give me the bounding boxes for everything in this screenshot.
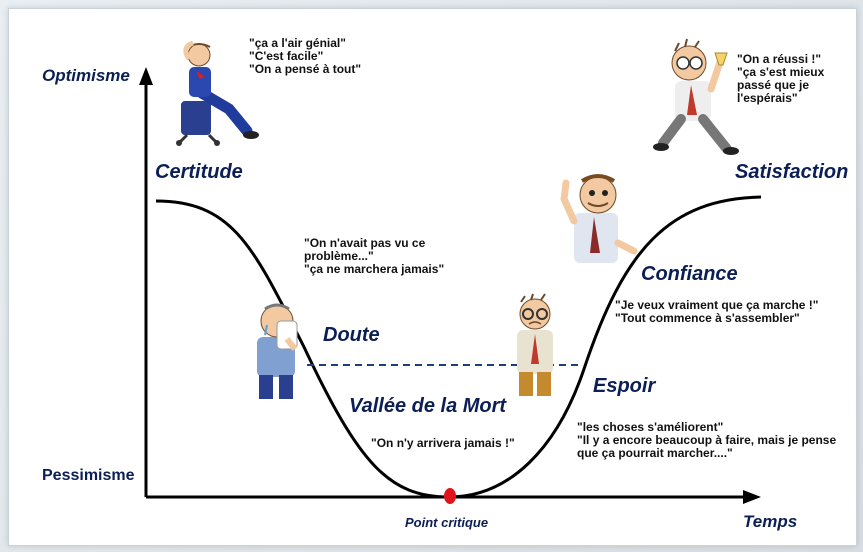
quote-line: "ça a l'air génial"	[249, 36, 346, 50]
quote-line: que ça pourrait marcher...."	[577, 446, 733, 460]
critical-point-label: Point critique	[405, 515, 489, 530]
critical-point-marker	[444, 488, 456, 504]
x-axis-arrow	[743, 490, 761, 504]
diagram-frame: Optimisme Pessimisme Temps Point critiqu…	[8, 8, 857, 546]
quote-line: "On a pensé à tout"	[249, 62, 362, 76]
quote-line: "Tout commence à s'assembler"	[615, 311, 800, 325]
pointing-person-icon	[560, 174, 638, 263]
y-axis-arrow	[139, 67, 153, 85]
x-axis-label: Temps	[743, 512, 798, 531]
quote-confiance: "Je veux vraiment que ça marche !" "Tout…	[615, 299, 818, 325]
quote-line: "Je veux vraiment que ça marche !"	[615, 298, 819, 312]
stage-vallee: Vallée de la Mort	[349, 395, 507, 417]
quote-certitude: "ça a l'air génial" "C'est facile" "On a…	[249, 37, 361, 76]
quote-line: "On n'avait pas vu ce	[304, 236, 426, 250]
crying-person-icon	[257, 303, 298, 399]
quote-line: "Il y a encore beaucoup à faire, mais je…	[577, 433, 837, 447]
quote-line: "C'est facile"	[249, 49, 324, 63]
stage-certitude: Certitude	[155, 161, 243, 183]
quote-vallee: "On n'y arrivera jamais !"	[371, 437, 515, 450]
stage-confiance: Confiance	[641, 263, 738, 285]
quote-line: "les choses s'améliorent"	[577, 420, 724, 434]
y-axis-top-label: Optimisme	[42, 66, 130, 85]
y-axis-bottom-label: Pessimisme	[42, 467, 135, 484]
quote-line: "ça s'est mieux	[737, 65, 825, 79]
quote-line: "On a réussi !"	[737, 52, 822, 66]
relaxed-person-icon	[176, 40, 259, 146]
stage-espoir: Espoir	[593, 375, 656, 397]
quote-line: problème..."	[304, 249, 374, 263]
quote-doute: "On n'avait pas vu ce problème..." "ça n…	[304, 237, 444, 276]
stage-doute: Doute	[323, 324, 380, 346]
quote-line: "On n'y arrivera jamais !"	[371, 436, 515, 450]
worried-person-icon	[517, 293, 553, 396]
diagram-canvas	[139, 38, 762, 504]
quote-line: "ça ne marchera jamais"	[304, 262, 445, 276]
stage-satisfaction: Satisfaction	[735, 161, 849, 183]
quote-satisfaction: "On a réussi !" "ça s'est mieux passé qu…	[737, 53, 824, 105]
quote-line: l'espérais"	[737, 91, 798, 105]
celebrating-person-icon	[653, 38, 739, 155]
quote-line: passé que je	[737, 78, 810, 92]
quote-espoir: "les choses s'améliorent" "Il y a encore…	[577, 421, 836, 460]
